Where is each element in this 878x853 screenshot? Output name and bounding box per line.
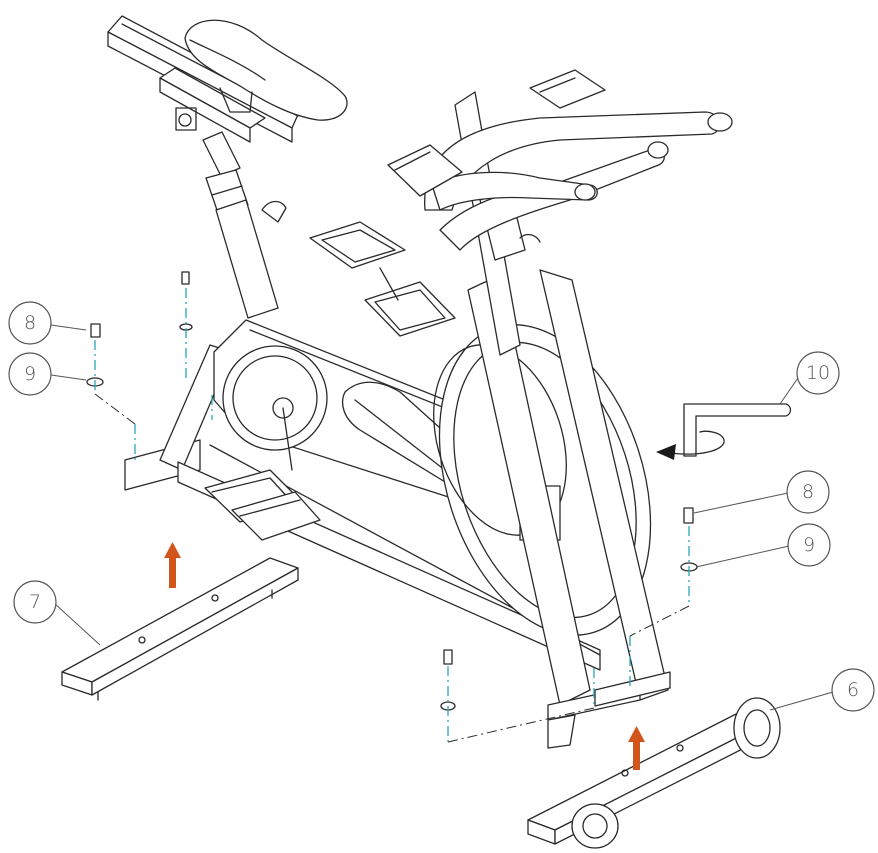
callout-p10: 10 [796, 351, 840, 395]
seat-post [202, 131, 287, 319]
bolt-icon [90, 323, 101, 338]
callout-p9-right: 9 [787, 523, 831, 567]
crank-pedal-assembly [204, 221, 456, 541]
allen-key-tool [656, 403, 792, 460]
front-stabilizer-up-arrow [164, 542, 181, 588]
callout-label: 7 [29, 591, 41, 613]
callout-p7: 7 [13, 580, 57, 624]
assembly-axis-lines [94, 288, 690, 742]
callout-label: 9 [803, 534, 815, 556]
callout-label: 8 [24, 312, 36, 334]
callout-p8-right: 8 [786, 470, 830, 514]
callout-leaders [50, 324, 834, 711]
rear-stabilizer-up-arrow [628, 726, 645, 770]
bolt-icon [181, 271, 190, 285]
callout-label: 9 [24, 363, 36, 385]
callout-label: 6 [847, 679, 859, 701]
dash-dot-guides [94, 393, 690, 743]
callout-p9-left: 9 [8, 352, 52, 396]
callout-p6: 6 [831, 668, 875, 712]
seat-assembly [107, 15, 348, 143]
callout-p8-left: 8 [8, 301, 52, 345]
callout-label: 8 [802, 481, 814, 503]
front-stabilizer [61, 557, 299, 701]
callout-label: 10 [806, 362, 830, 384]
bolt-icon [443, 649, 453, 665]
bolt-icon [683, 507, 694, 524]
rear-stabilizer [527, 697, 781, 849]
rotate-arrow-icon [663, 430, 725, 455]
handlebars [387, 69, 733, 251]
